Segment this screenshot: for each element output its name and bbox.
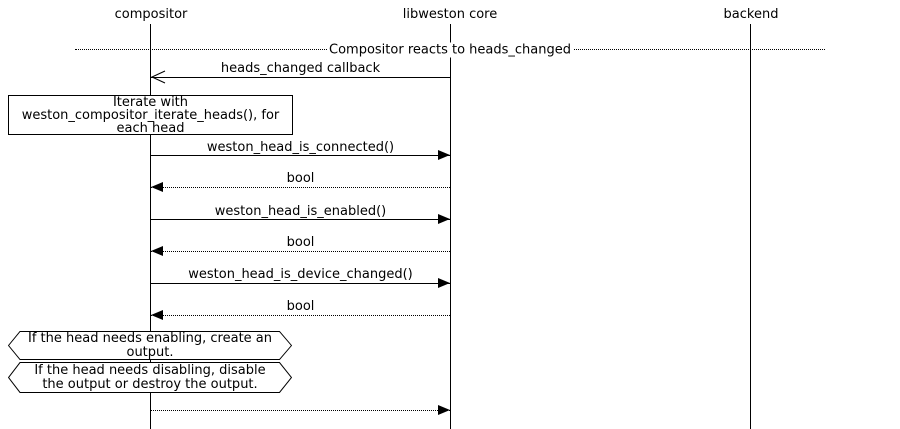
filled-arrowhead-icon <box>151 246 163 256</box>
hexnote-enable-output: If the head needs enabling, create an ou… <box>8 331 292 360</box>
participant-backend: backend <box>723 7 779 22</box>
message-label-weston-head-is-connected: weston_head_is_connected() <box>206 140 395 155</box>
participant-compositor: compositor <box>114 7 188 22</box>
open-arrowhead-icon <box>151 70 166 84</box>
return-label-bool-connected: bool <box>286 171 315 186</box>
hexagon-outline-icon <box>8 331 292 360</box>
note-iterate-heads: Iterate with weston_compositor_iterate_h… <box>8 95 293 135</box>
note-text: If the head needs enabling, create an ou… <box>27 330 273 360</box>
message-line-final-return <box>151 410 450 411</box>
note-text: If the head needs disabling, disable the… <box>34 362 266 392</box>
lifeline-compositor <box>150 24 151 429</box>
hexnote-disable-output: If the head needs disabling, disable the… <box>8 362 292 393</box>
return-line-bool-enabled <box>151 251 450 252</box>
return-line-bool-device-changed <box>151 315 450 316</box>
lifeline-backend <box>750 24 751 429</box>
divider-label: Compositor reacts to heads_changed <box>327 42 573 58</box>
filled-arrowhead-icon <box>151 310 163 320</box>
message-line-weston-head-is-device-changed <box>151 283 450 284</box>
filled-arrowhead-icon <box>438 214 450 224</box>
message-label-weston-head-is-device-changed: weston_head_is_device_changed() <box>188 267 413 282</box>
filled-arrowhead-icon <box>438 278 450 288</box>
message-line-heads-changed-callback <box>151 77 450 78</box>
return-label-bool-enabled: bool <box>286 235 315 250</box>
message-label-heads-changed-callback: heads_changed callback <box>220 61 381 76</box>
filled-arrowhead-icon <box>438 150 450 160</box>
hexagon-outline-icon <box>8 362 292 393</box>
return-label-bool-device-changed: bool <box>286 299 315 314</box>
lifeline-libweston-core <box>450 24 451 429</box>
note-text: Iterate with weston_compositor_iterate_h… <box>21 94 280 136</box>
return-line-bool-connected <box>151 187 450 188</box>
filled-arrowhead-icon <box>151 182 163 192</box>
message-label-weston-head-is-enabled: weston_head_is_enabled() <box>214 204 387 219</box>
participant-libweston-core: libweston core <box>402 7 498 22</box>
filled-arrowhead-icon <box>438 405 450 415</box>
message-line-weston-head-is-enabled <box>151 219 450 220</box>
message-line-weston-head-is-connected <box>151 155 450 156</box>
